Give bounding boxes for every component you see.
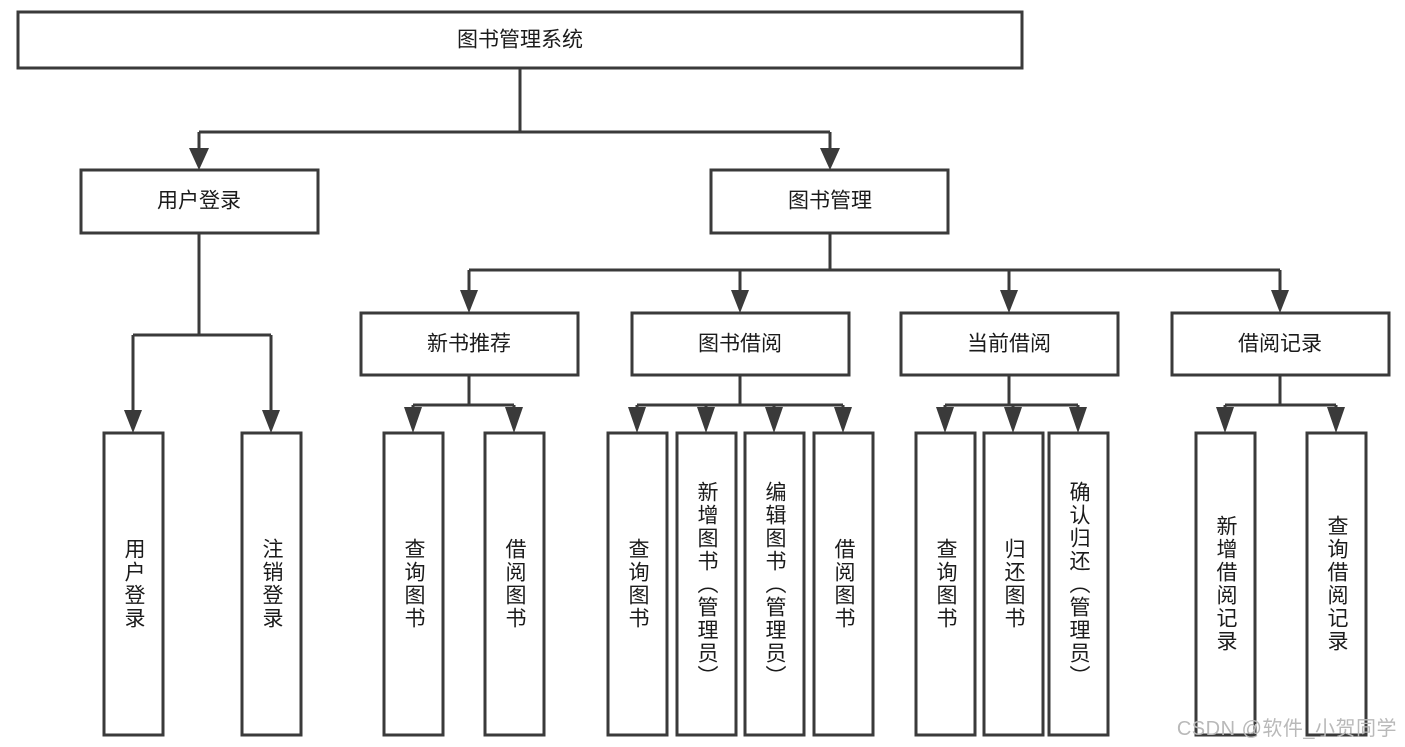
node-book-borrow-label: 图书借阅 [698,333,782,356]
node-book-management-label: 图书管理 [788,190,872,213]
node-user-login-box[interactable] [79,168,320,235]
arrow-head-currentborrow-leaf-2 [1069,407,1087,433]
node-root-box[interactable] [16,10,1024,70]
arrow-head-borrow-record [1271,290,1289,313]
leaf-box-book-borrow-3[interactable] [812,431,875,737]
leaf-box-current-borrow-1[interactable] [982,431,1045,737]
leaf-box-current-borrow-0[interactable] [914,431,977,737]
arrow-head-bookborrow-leaf-2 [765,407,783,433]
arrow-head-currentborrow-leaf-1 [1004,407,1022,433]
arrow-head-currentborrow-leaf-0 [936,407,954,433]
leaf-box-book-borrow-2[interactable] [743,431,806,737]
arrow-head-bookborrow-leaf-3 [834,407,852,433]
leaf-box-new-book-1[interactable] [483,431,546,737]
leaf-box-new-book-0[interactable] [382,431,445,737]
csdn-watermark: CSDN @软件_小贺同学 [1176,718,1397,740]
arrow-head-newbook-leaf-0 [404,407,422,433]
leaf-box-book-borrow-0[interactable] [606,431,669,737]
arrow-head-bookborrow-leaf-1 [697,407,715,433]
connectors-group [124,68,1345,433]
arrow-head-borrowrecord-leaf-1 [1327,407,1345,433]
leaf-box-book-borrow-1[interactable] [675,431,738,737]
leaf-box-current-borrow-2[interactable] [1047,431,1110,737]
arrow-head-book-mgmt [820,148,840,170]
arrow-head-leaf-logout [262,410,280,433]
node-user-login-label: 用户登录 [157,190,241,213]
arrow-head-borrowrecord-leaf-0 [1216,407,1234,433]
leaf-box-user-login-1[interactable] [240,431,303,737]
node-book-management-box[interactable] [709,168,950,235]
leaf-box-borrow-record-1[interactable] [1305,431,1368,737]
leaf-box-user-login-0[interactable] [102,431,165,737]
nodes-group: 图书管理系统 用户登录 图书管理 新书推荐 图书借阅 当前借阅 借阅记录 [16,10,1391,737]
node-new-book-recommend-box[interactable] [359,311,580,377]
arrow-head-current-borrow [1000,290,1018,313]
node-new-book-recommend-label: 新书推荐 [427,333,511,356]
arrow-head-leaf-user-login [124,410,142,433]
node-current-borrow-label: 当前借阅 [967,333,1051,356]
arrow-head-book-borrow [731,290,749,313]
arrow-head-bookborrow-leaf-0 [628,407,646,433]
leaf-box-borrow-record-0[interactable] [1194,431,1257,737]
arrow-head-user-login [189,148,209,170]
node-current-borrow-box[interactable] [899,311,1120,377]
node-book-borrow-box[interactable] [630,311,851,377]
node-borrow-record-label: 借阅记录 [1238,333,1322,356]
arrow-head-new-book [460,290,478,313]
node-root-label: 图书管理系统 [457,29,583,52]
node-borrow-record-box[interactable] [1170,311,1391,377]
arrow-head-newbook-leaf-1 [505,407,523,433]
